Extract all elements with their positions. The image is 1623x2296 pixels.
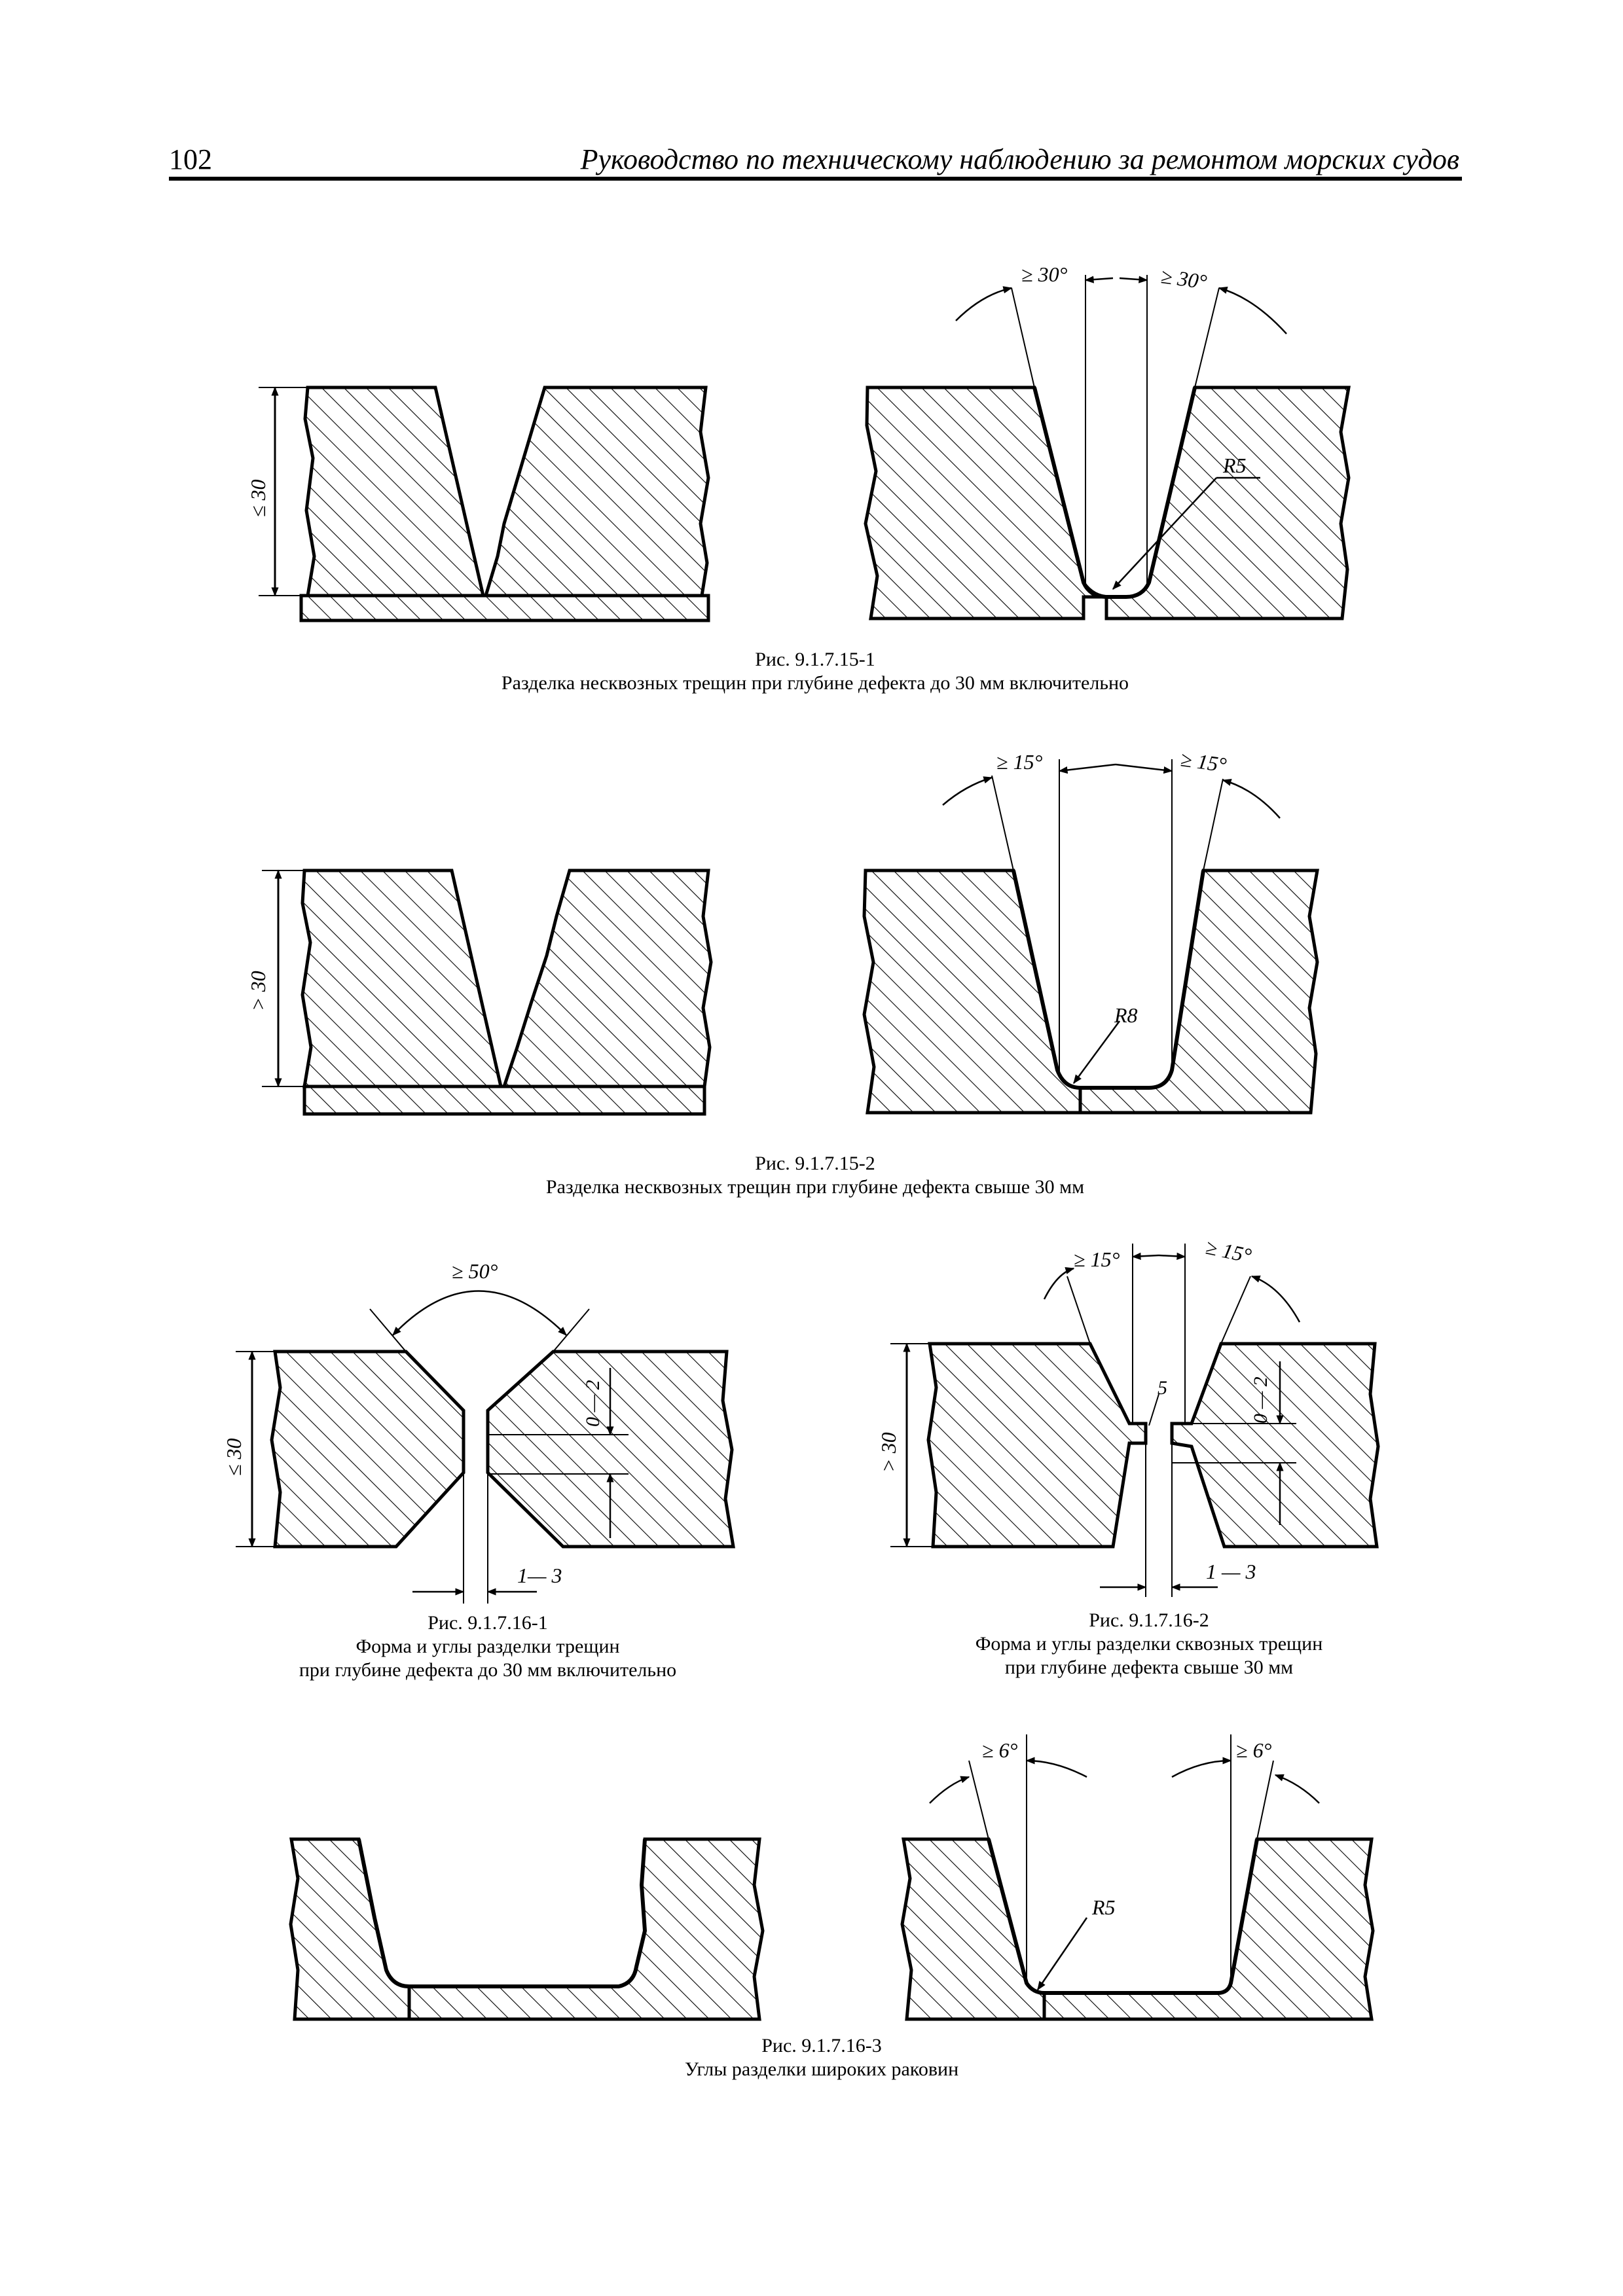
fig-16-1-drawing: 0 — 2 1— 3 ≥ 50° ≤ 30	[222, 1259, 735, 1604]
figure-caption-line: при глубине дефекта свыше 30 мм	[1004, 1657, 1294, 1678]
angle-label-30-left: ≥ 30°	[1021, 262, 1068, 286]
fig-16-3-left-drawing	[289, 1837, 765, 2021]
caption-fig-15-1: Рис. 9.1.7.15-1 Разделка несквозных трещ…	[445, 648, 1185, 695]
caption-fig-16-3: Рис. 9.1.7.16-3 Углы разделки широких ра…	[576, 2034, 1067, 2081]
caption-fig-16-2: Рис. 9.1.7.16-2 Форма и углы разделки ск…	[903, 1609, 1395, 1679]
angle-label-15-left: ≥ 15°	[996, 750, 1043, 774]
angle-label-50: ≥ 50°	[452, 1259, 498, 1283]
gap-label-1-3-b: 1 — 3	[1206, 1560, 1256, 1583]
gap-label-1-3-a: 1— 3	[517, 1564, 562, 1587]
figure-caption-line: при глубине дефекта до 30 мм включительн…	[299, 1659, 677, 1681]
radius-label-r5-a: R5	[1222, 454, 1247, 477]
figure-caption-line: Разделка несквозных трещин при глубине д…	[501, 672, 1129, 694]
depth-label-le30-b: ≤ 30	[222, 1438, 246, 1476]
angle-label-6-left: ≥ 6°	[982, 1738, 1018, 1762]
figure-caption-line: Форма и углы разделки сквозных трещин	[975, 1633, 1323, 1655]
depth-label-le30-a: ≤ 30	[246, 479, 270, 517]
fig-15-2-left-drawing: > 30	[246, 869, 713, 1116]
fig-15-2-right-drawing: ≥ 15° ≥ 15° R8	[862, 747, 1319, 1115]
dim-label-5: 5	[1158, 1377, 1167, 1399]
figure-number: Рис. 9.1.7.16-2	[1089, 1609, 1209, 1631]
caption-fig-16-1: Рис. 9.1.7.16-1 Форма и углы разделки тр…	[242, 1611, 733, 1682]
angle-label-15-right-b: ≥ 15°	[1204, 1235, 1254, 1268]
figure-caption-line: Углы разделки широких раковин	[684, 2058, 959, 2080]
angle-label-15-right: ≥ 15°	[1179, 747, 1228, 776]
fig-15-1-left-drawing: ≤ 30	[246, 386, 710, 622]
angle-label-30-right: ≥ 30°	[1159, 264, 1209, 293]
running-header-title: Руководство по техническому наблюдению з…	[580, 143, 1459, 175]
angle-label-6-right: ≥ 6°	[1236, 1738, 1272, 1762]
angle-label-15-left-b: ≥ 15°	[1074, 1247, 1120, 1271]
figure-caption-line: Разделка несквозных трещин при глубине д…	[545, 1176, 1085, 1198]
gap-label-0-2-b: 0 — 2	[1250, 1376, 1271, 1424]
figure-caption-line: Форма и углы разделки трещин	[356, 1636, 620, 1657]
fig-15-1-right-drawing: ≥ 30° ≥ 30° R5	[864, 262, 1351, 620]
radius-label-r5-b: R5	[1091, 1895, 1116, 1919]
depth-label-gt30-a: > 30	[246, 971, 270, 1011]
figure-number: Рис. 9.1.7.15-1	[755, 649, 875, 670]
gap-label-0-2-a: 0 — 2	[582, 1380, 604, 1427]
figure-number: Рис. 9.1.7.16-1	[428, 1612, 548, 1634]
depth-label-gt30-b: > 30	[877, 1432, 900, 1473]
figure-number: Рис. 9.1.7.16-3	[761, 2035, 882, 2056]
radius-label-r8: R8	[1114, 1003, 1138, 1027]
fig-16-3-right-drawing: ≥ 6° ≥ 6° R5	[900, 1734, 1375, 2021]
fig-16-2-drawing: ≥ 15° ≥ 15° 5 0 — 2 1 — 3 > 30	[877, 1235, 1380, 1597]
figure-number: Рис. 9.1.7.15-2	[755, 1153, 875, 1174]
page-number: 102	[169, 143, 212, 175]
header-rule	[169, 177, 1462, 181]
caption-fig-15-2: Рис. 9.1.7.15-2 Разделка несквозных трещ…	[445, 1152, 1185, 1199]
